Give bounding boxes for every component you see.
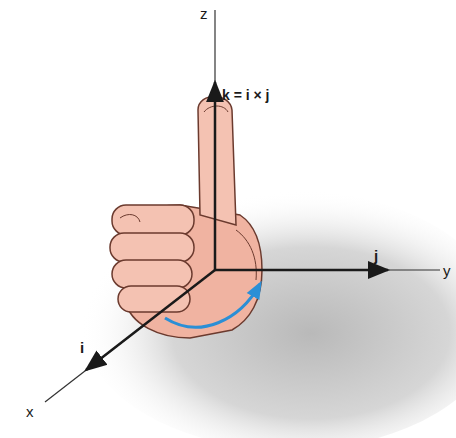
i-vector xyxy=(86,270,215,370)
axis-label: z xyxy=(200,6,208,21)
hand xyxy=(110,97,262,339)
vector-label: i xyxy=(80,340,84,355)
ground-shadow xyxy=(80,190,456,438)
axis-label: x xyxy=(26,404,34,419)
y-axis xyxy=(215,269,440,270)
k-vector xyxy=(214,82,217,270)
z-axis xyxy=(214,10,215,270)
vector-label: k = i × j xyxy=(222,88,269,102)
rotation-arrow xyxy=(165,284,260,327)
j-vector xyxy=(215,269,388,272)
axis-label: y xyxy=(443,263,451,278)
vector-label: j xyxy=(374,248,378,263)
